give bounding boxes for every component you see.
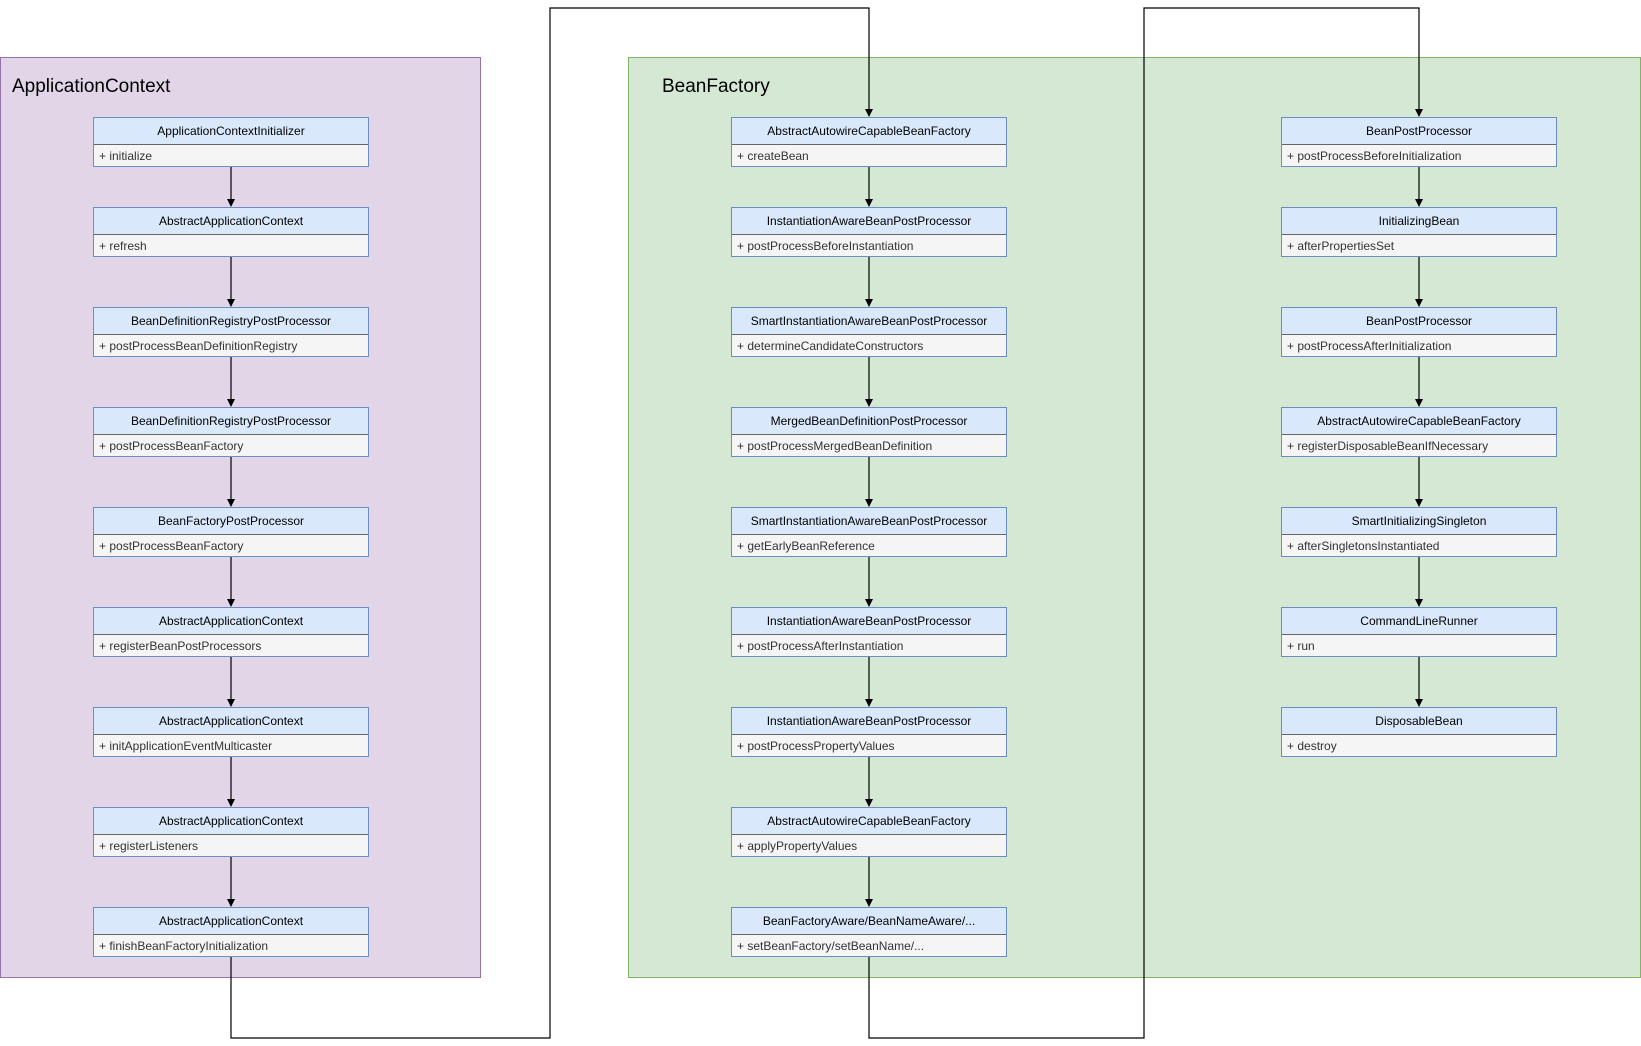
class-name: InstantiationAwareBeanPostProcessor xyxy=(766,214,972,228)
class-name: BeanPostProcessor xyxy=(1365,314,1473,328)
class-method: + destroy xyxy=(1282,734,1556,756)
class-name: AbstractApplicationContext xyxy=(158,914,304,928)
class-box: MergedBeanDefinitionPostProcessor + postP… xyxy=(731,407,1007,457)
class-name: AbstractApplicationContext xyxy=(158,214,304,228)
class-box: AbstractApplicationContext + initApplicat… xyxy=(93,707,369,757)
class-name: BeanFactoryAware/BeanNameAware/... xyxy=(762,914,976,928)
class-method: + postProcessAfterInstantiation xyxy=(732,634,1006,656)
class-method: + run xyxy=(1282,634,1556,656)
class-name: AbstractApplicationContext xyxy=(158,814,304,828)
class-box: InstantiationAwareBeanPostProcessor + pos… xyxy=(731,607,1007,657)
class-box: CommandLineRunner + run xyxy=(1281,607,1557,657)
class-name: AbstractAutowireCapableBeanFactory xyxy=(767,124,971,138)
class-method: + determineCandidateConstructors xyxy=(732,334,1006,356)
class-method: + postProcessAfterInitialization xyxy=(1282,334,1556,356)
class-name: BeanPostProcessor xyxy=(1365,124,1473,138)
class-name: BeanDefinitionRegistryPostProcessor xyxy=(130,314,332,328)
class-name: BeanDefinitionRegistryPostProcessor xyxy=(130,414,332,428)
class-name: AbstractApplicationContext xyxy=(158,614,304,628)
class-name: ApplicationContextInitializer xyxy=(157,124,305,138)
class-method: + postProcessMergedBeanDefinition xyxy=(732,434,1006,456)
class-method: + postProcessBeanFactory xyxy=(94,434,368,456)
class-box: AbstractApplicationContext + registerList… xyxy=(93,807,369,857)
class-box: InstantiationAwareBeanPostProcessor + pos… xyxy=(731,207,1007,257)
class-name: InstantiationAwareBeanPostProcessor xyxy=(766,614,972,628)
class-box: BeanDefinitionRegistryPostProcessor + pos… xyxy=(93,307,369,357)
class-method: + setBeanFactory/setBeanName/... xyxy=(732,934,1006,956)
class-box: AbstractApplicationContext + registerBean… xyxy=(93,607,369,657)
class-method: + afterSingletonsInstantiated xyxy=(1282,534,1556,556)
class-method: + initialize xyxy=(94,144,368,166)
class-method: + postProcessBeforeInitialization xyxy=(1282,144,1556,166)
class-method: + initApplicationEventMulticaster xyxy=(94,734,368,756)
class-box: SmartInstantiationAwareBeanPostProcessor… xyxy=(731,507,1007,557)
class-box: AbstractAutowireCapableBeanFactory + regi… xyxy=(1281,407,1557,457)
class-name: AbstractAutowireCapableBeanFactory xyxy=(1317,414,1521,428)
class-method: + afterPropertiesSet xyxy=(1282,234,1556,256)
class-name: SmartInitializingSingleton xyxy=(1351,514,1487,528)
class-box: SmartInstantiationAwareBeanPostProcessor… xyxy=(731,307,1007,357)
class-box: AbstractApplicationContext + finishBeanFa… xyxy=(93,907,369,957)
class-method: + createBean xyxy=(732,144,1006,166)
class-method: + registerDisposableBeanIfNecessary xyxy=(1282,434,1556,456)
class-name: AbstractApplicationContext xyxy=(158,714,304,728)
class-name: BeanFactoryPostProcessor xyxy=(157,514,305,528)
class-name: InitializingBean xyxy=(1378,214,1460,228)
class-name: InstantiationAwareBeanPostProcessor xyxy=(766,714,972,728)
class-method: + postProcessBeanDefinitionRegistry xyxy=(94,334,368,356)
class-name: AbstractAutowireCapableBeanFactory xyxy=(767,814,971,828)
class-name: SmartInstantiationAwareBeanPostProcessor xyxy=(750,514,988,528)
class-name: SmartInstantiationAwareBeanPostProcessor xyxy=(750,314,988,328)
class-box: AbstractAutowireCapableBeanFactory + crea… xyxy=(731,117,1007,167)
class-box: AbstractApplicationContext + refresh xyxy=(93,207,369,257)
class-box: SmartInitializingSingleton + afterSinglet… xyxy=(1281,507,1557,557)
class-method: + finishBeanFactoryInitialization xyxy=(94,934,368,956)
class-box: InitializingBean + afterPropertiesSet xyxy=(1281,207,1557,257)
class-method: + registerBeanPostProcessors xyxy=(94,634,368,656)
beanfactory-title: BeanFactory xyxy=(662,76,770,97)
class-method: + registerListeners xyxy=(94,834,368,856)
class-box: ApplicationContextInitializer + initializ… xyxy=(93,117,369,167)
class-method: + applyPropertyValues xyxy=(732,834,1006,856)
class-box: AbstractAutowireCapableBeanFactory + appl… xyxy=(731,807,1007,857)
class-box: BeanDefinitionRegistryPostProcessor + pos… xyxy=(93,407,369,457)
class-method: + refresh xyxy=(94,234,368,256)
class-method: + getEarlyBeanReference xyxy=(732,534,1006,556)
class-box: BeanFactoryAware/BeanNameAware/... + setB… xyxy=(731,907,1007,957)
class-box: DisposableBean + destroy xyxy=(1281,707,1557,757)
class-name: DisposableBean xyxy=(1375,714,1463,728)
class-box: BeanPostProcessor + postProcessAfterIniti… xyxy=(1281,307,1557,357)
application-context-title: ApplicationContext xyxy=(12,76,171,97)
class-box: BeanFactoryPostProcessor + postProcessBea… xyxy=(93,507,369,557)
class-box: InstantiationAwareBeanPostProcessor + pos… xyxy=(731,707,1007,757)
class-method: + postProcessBeforeInstantiation xyxy=(732,234,1006,256)
class-method: + postProcessPropertyValues xyxy=(732,734,1006,756)
class-name: MergedBeanDefinitionPostProcessor xyxy=(770,414,968,428)
class-method: + postProcessBeanFactory xyxy=(94,534,368,556)
class-box: BeanPostProcessor + postProcessBeforeInit… xyxy=(1281,117,1557,167)
class-name: CommandLineRunner xyxy=(1360,614,1478,628)
